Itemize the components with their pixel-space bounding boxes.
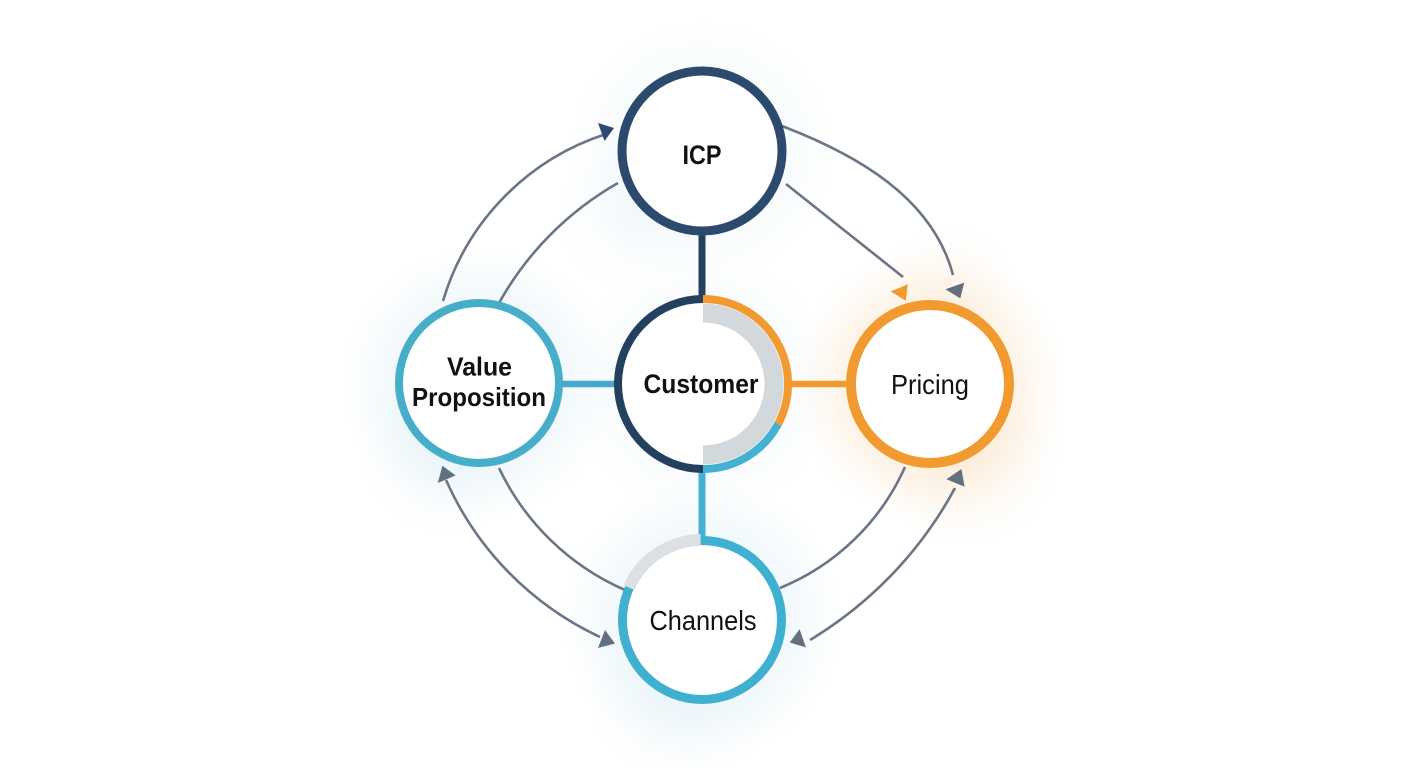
svg-text:Value: Value xyxy=(447,352,512,382)
svg-text:Pricing: Pricing xyxy=(891,369,969,400)
svg-text:Channels: Channels xyxy=(650,605,757,636)
svg-text:Customer: Customer xyxy=(644,369,759,399)
svg-text:Proposition: Proposition xyxy=(412,382,546,412)
svg-text:ICP: ICP xyxy=(683,140,722,170)
